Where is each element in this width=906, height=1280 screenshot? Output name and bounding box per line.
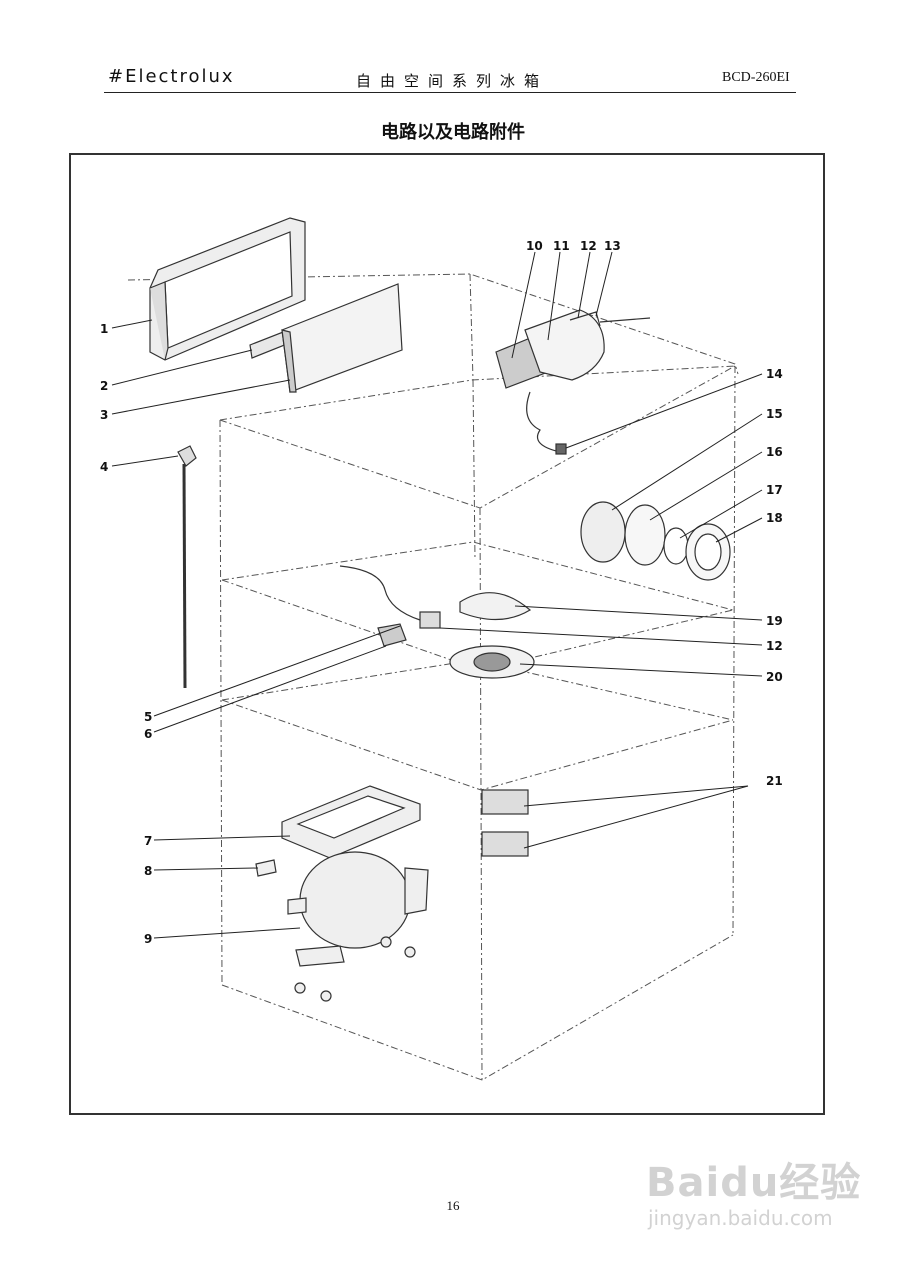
callout-6: 6	[144, 727, 152, 741]
header-rule	[104, 92, 796, 93]
callout-12-mid: 12	[766, 639, 783, 653]
compressor-group	[255, 785, 429, 1002]
fan-assembly	[580, 501, 731, 581]
relay-units	[481, 789, 529, 857]
callout-17: 17	[766, 483, 783, 497]
sensor-wire	[339, 565, 441, 647]
callout-19: 19	[766, 614, 783, 628]
lamp-assembly	[495, 309, 651, 455]
callout-3: 3	[100, 408, 108, 422]
model-number: BCD-260EI	[722, 70, 790, 85]
callout-8: 8	[144, 864, 152, 878]
watermark-brand: Baidu经验	[646, 1160, 862, 1206]
callout-15: 15	[766, 407, 783, 421]
light-cover	[449, 592, 535, 679]
callout-21: 21	[766, 774, 783, 788]
cabinet-outline	[127, 273, 739, 1081]
callout-18: 18	[766, 511, 783, 525]
callout-14: 14	[766, 367, 783, 381]
product-series: 自由空间系列冰箱	[356, 72, 549, 90]
diagram-frame	[69, 153, 825, 1115]
callout-16: 16	[766, 445, 783, 459]
power-cord	[177, 445, 197, 689]
callout-5: 5	[144, 710, 152, 724]
callout-20: 20	[766, 670, 783, 684]
watermark: Baidu经验 jingyan.baidu.com	[646, 1150, 866, 1240]
callout-12-top: 12	[580, 239, 597, 253]
callout-4: 4	[100, 460, 108, 474]
callout-2: 2	[100, 379, 108, 393]
page-title: 电路以及电路附件	[381, 122, 525, 143]
watermark-url: jingyan.baidu.com	[648, 1206, 833, 1230]
callout-11: 11	[553, 239, 570, 253]
callout-7: 7	[144, 834, 152, 848]
callout-9: 9	[144, 932, 152, 946]
leader-lines	[111, 251, 763, 939]
control-board	[249, 283, 403, 393]
callout-10: 10	[526, 239, 543, 253]
control-panel-housing	[149, 217, 306, 361]
page-number: 16	[446, 1198, 460, 1213]
callout-13: 13	[604, 239, 621, 253]
callout-labels: 1 2 3 4 5 6 7 8 9 10 11 12 13 14 15 16 1…	[100, 239, 783, 946]
brand-logo-text: #Electrolux	[108, 66, 235, 87]
callout-1: 1	[100, 322, 108, 336]
